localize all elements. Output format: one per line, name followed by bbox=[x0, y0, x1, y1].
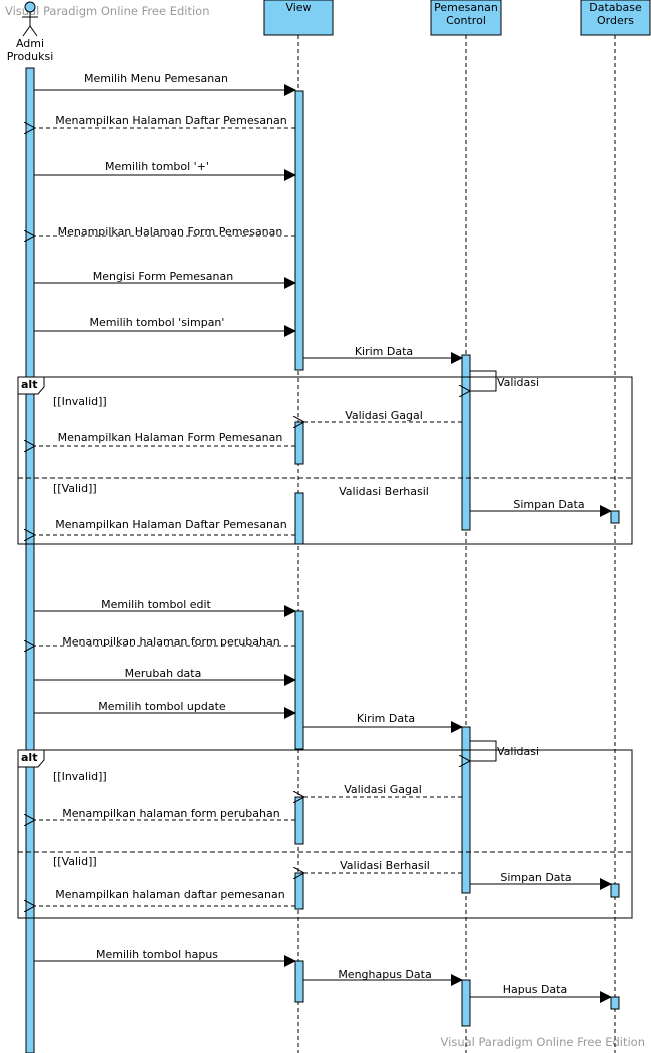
message-label-validasi-2: Validasi bbox=[497, 745, 539, 758]
lifeline-view[interactable]: View bbox=[263, 0, 334, 36]
lifeline-label-control-line1: Pemesanan bbox=[434, 1, 498, 14]
activation-database-2 bbox=[610, 883, 620, 898]
stick-figure-icon bbox=[22, 1, 38, 37]
message-label-validasi-berhasil-1: Validasi Berhasil bbox=[339, 485, 429, 498]
activation-view-6 bbox=[294, 872, 304, 910]
lifeline-control[interactable]: Pemesanan Control bbox=[430, 0, 502, 36]
fragment-operator-1: alt bbox=[21, 378, 37, 391]
message-label-tampil-form: Menampilkan Halaman Form Pemesanan bbox=[58, 225, 283, 238]
message-arrow-validasi-1 bbox=[470, 370, 497, 391]
lifeline-label-database-line2: Orders bbox=[597, 14, 634, 27]
message-label-validasi-1: Validasi bbox=[497, 376, 539, 389]
activation-view-5 bbox=[294, 796, 304, 845]
activation-actor bbox=[25, 67, 35, 1053]
fragment-frame-1 bbox=[17, 376, 633, 545]
message-label-tombol-simpan: Memilih tombol 'simpan' bbox=[90, 316, 225, 329]
lifeline-database[interactable]: Database Orders bbox=[580, 0, 651, 36]
activation-database-3 bbox=[610, 996, 620, 1010]
message-label-kirim-data-2: Kirim Data bbox=[357, 712, 415, 725]
fragment-guard-invalid-2: [[Invalid]] bbox=[53, 770, 107, 783]
message-label-tampil-form-ubah-2: Menampilkan halaman form perubahan bbox=[62, 807, 279, 820]
message-label-tombol-plus: Memilih tombol '+' bbox=[105, 160, 209, 173]
fragment-frame-2 bbox=[17, 749, 633, 919]
message-label-validasi-berhasil-2: Validasi Berhasil bbox=[340, 859, 430, 872]
actor-label-line1: Admi bbox=[16, 37, 44, 50]
message-label-validasi-gagal-2: Validasi Gagal bbox=[344, 783, 422, 796]
message-label-simpan-data-2: Simpan Data bbox=[500, 871, 571, 884]
lifeline-label-control-line2: Control bbox=[446, 14, 486, 27]
message-label-memilih-menu: Memilih Menu Pemesanan bbox=[84, 72, 228, 85]
lifeline-label-view: View bbox=[285, 1, 311, 14]
lifeline-head-control bbox=[430, 0, 502, 36]
message-label-tampil-daftar-2: Menampilkan Halaman Daftar Pemesanan bbox=[55, 518, 287, 531]
message-label-validasi-gagal-1: Validasi Gagal bbox=[345, 409, 423, 422]
activation-control-3 bbox=[461, 979, 471, 1027]
activation-control-2 bbox=[461, 726, 471, 894]
activation-view-4 bbox=[294, 610, 304, 750]
message-label-merubah-data: Merubah data bbox=[125, 667, 202, 680]
message-label-tombol-edit: Memilih tombol edit bbox=[101, 598, 211, 611]
message-label-tampil-daftar-3: Menampilkan halaman daftar pemesanan bbox=[55, 888, 284, 901]
fragment-operator-tab-2 bbox=[17, 749, 45, 768]
activation-view-2 bbox=[294, 421, 304, 465]
alt-fragment-1: alt [[Invalid]] [[Valid]] bbox=[17, 376, 633, 545]
message-label-tombol-hapus: Memilih tombol hapus bbox=[96, 948, 218, 961]
lifeline-head-view bbox=[263, 0, 334, 36]
actor-label-line2: Produksi bbox=[7, 50, 54, 63]
message-label-hapus-data: Hapus Data bbox=[503, 983, 567, 996]
message-label-simpan-data-1: Simpan Data bbox=[513, 498, 584, 511]
watermark-top: Visual Paradigm Online Free Edition bbox=[5, 4, 210, 18]
activation-database-1 bbox=[610, 510, 620, 524]
actor-admin-produksi[interactable]: Admi Produksi bbox=[7, 1, 54, 63]
message-label-kirim-data-1: Kirim Data bbox=[355, 345, 413, 358]
fragment-operator-tab-1 bbox=[17, 376, 45, 395]
message-label-tombol-update: Memilih tombol update bbox=[98, 700, 226, 713]
activation-view-7 bbox=[294, 960, 304, 1003]
message-label-isi-form: Mengisi Form Pemesanan bbox=[93, 270, 233, 283]
fragment-guard-valid-2: [[Valid]] bbox=[53, 855, 97, 868]
fragment-guard-invalid-1: [[Invalid]] bbox=[53, 395, 107, 408]
activation-view-3 bbox=[294, 492, 304, 545]
lifeline-label-database-line1: Database bbox=[589, 1, 642, 14]
message-label-menghapus-data: Menghapus Data bbox=[338, 968, 431, 981]
fragment-operator-2: alt bbox=[21, 751, 37, 764]
activation-control-1 bbox=[461, 354, 471, 531]
activation-view-1 bbox=[294, 90, 304, 371]
message-label-tampil-form-2: Menampilkan Halaman Form Pemesanan bbox=[58, 431, 283, 444]
message-arrow-validasi-2 bbox=[470, 740, 497, 761]
alt-fragment-2: alt [[Invalid]] [[Valid]] bbox=[17, 749, 633, 919]
lifeline-head-database bbox=[580, 0, 651, 36]
fragment-guard-valid-1: [[Valid]] bbox=[53, 482, 97, 495]
watermark-bottom: Visual Paradigm Online Free Edition bbox=[440, 1035, 645, 1049]
message-label-tampil-daftar: Menampilkan Halaman Daftar Pemesanan bbox=[55, 114, 287, 127]
message-label-tampil-form-ubah: Menampilkan halaman form perubahan bbox=[62, 635, 279, 648]
